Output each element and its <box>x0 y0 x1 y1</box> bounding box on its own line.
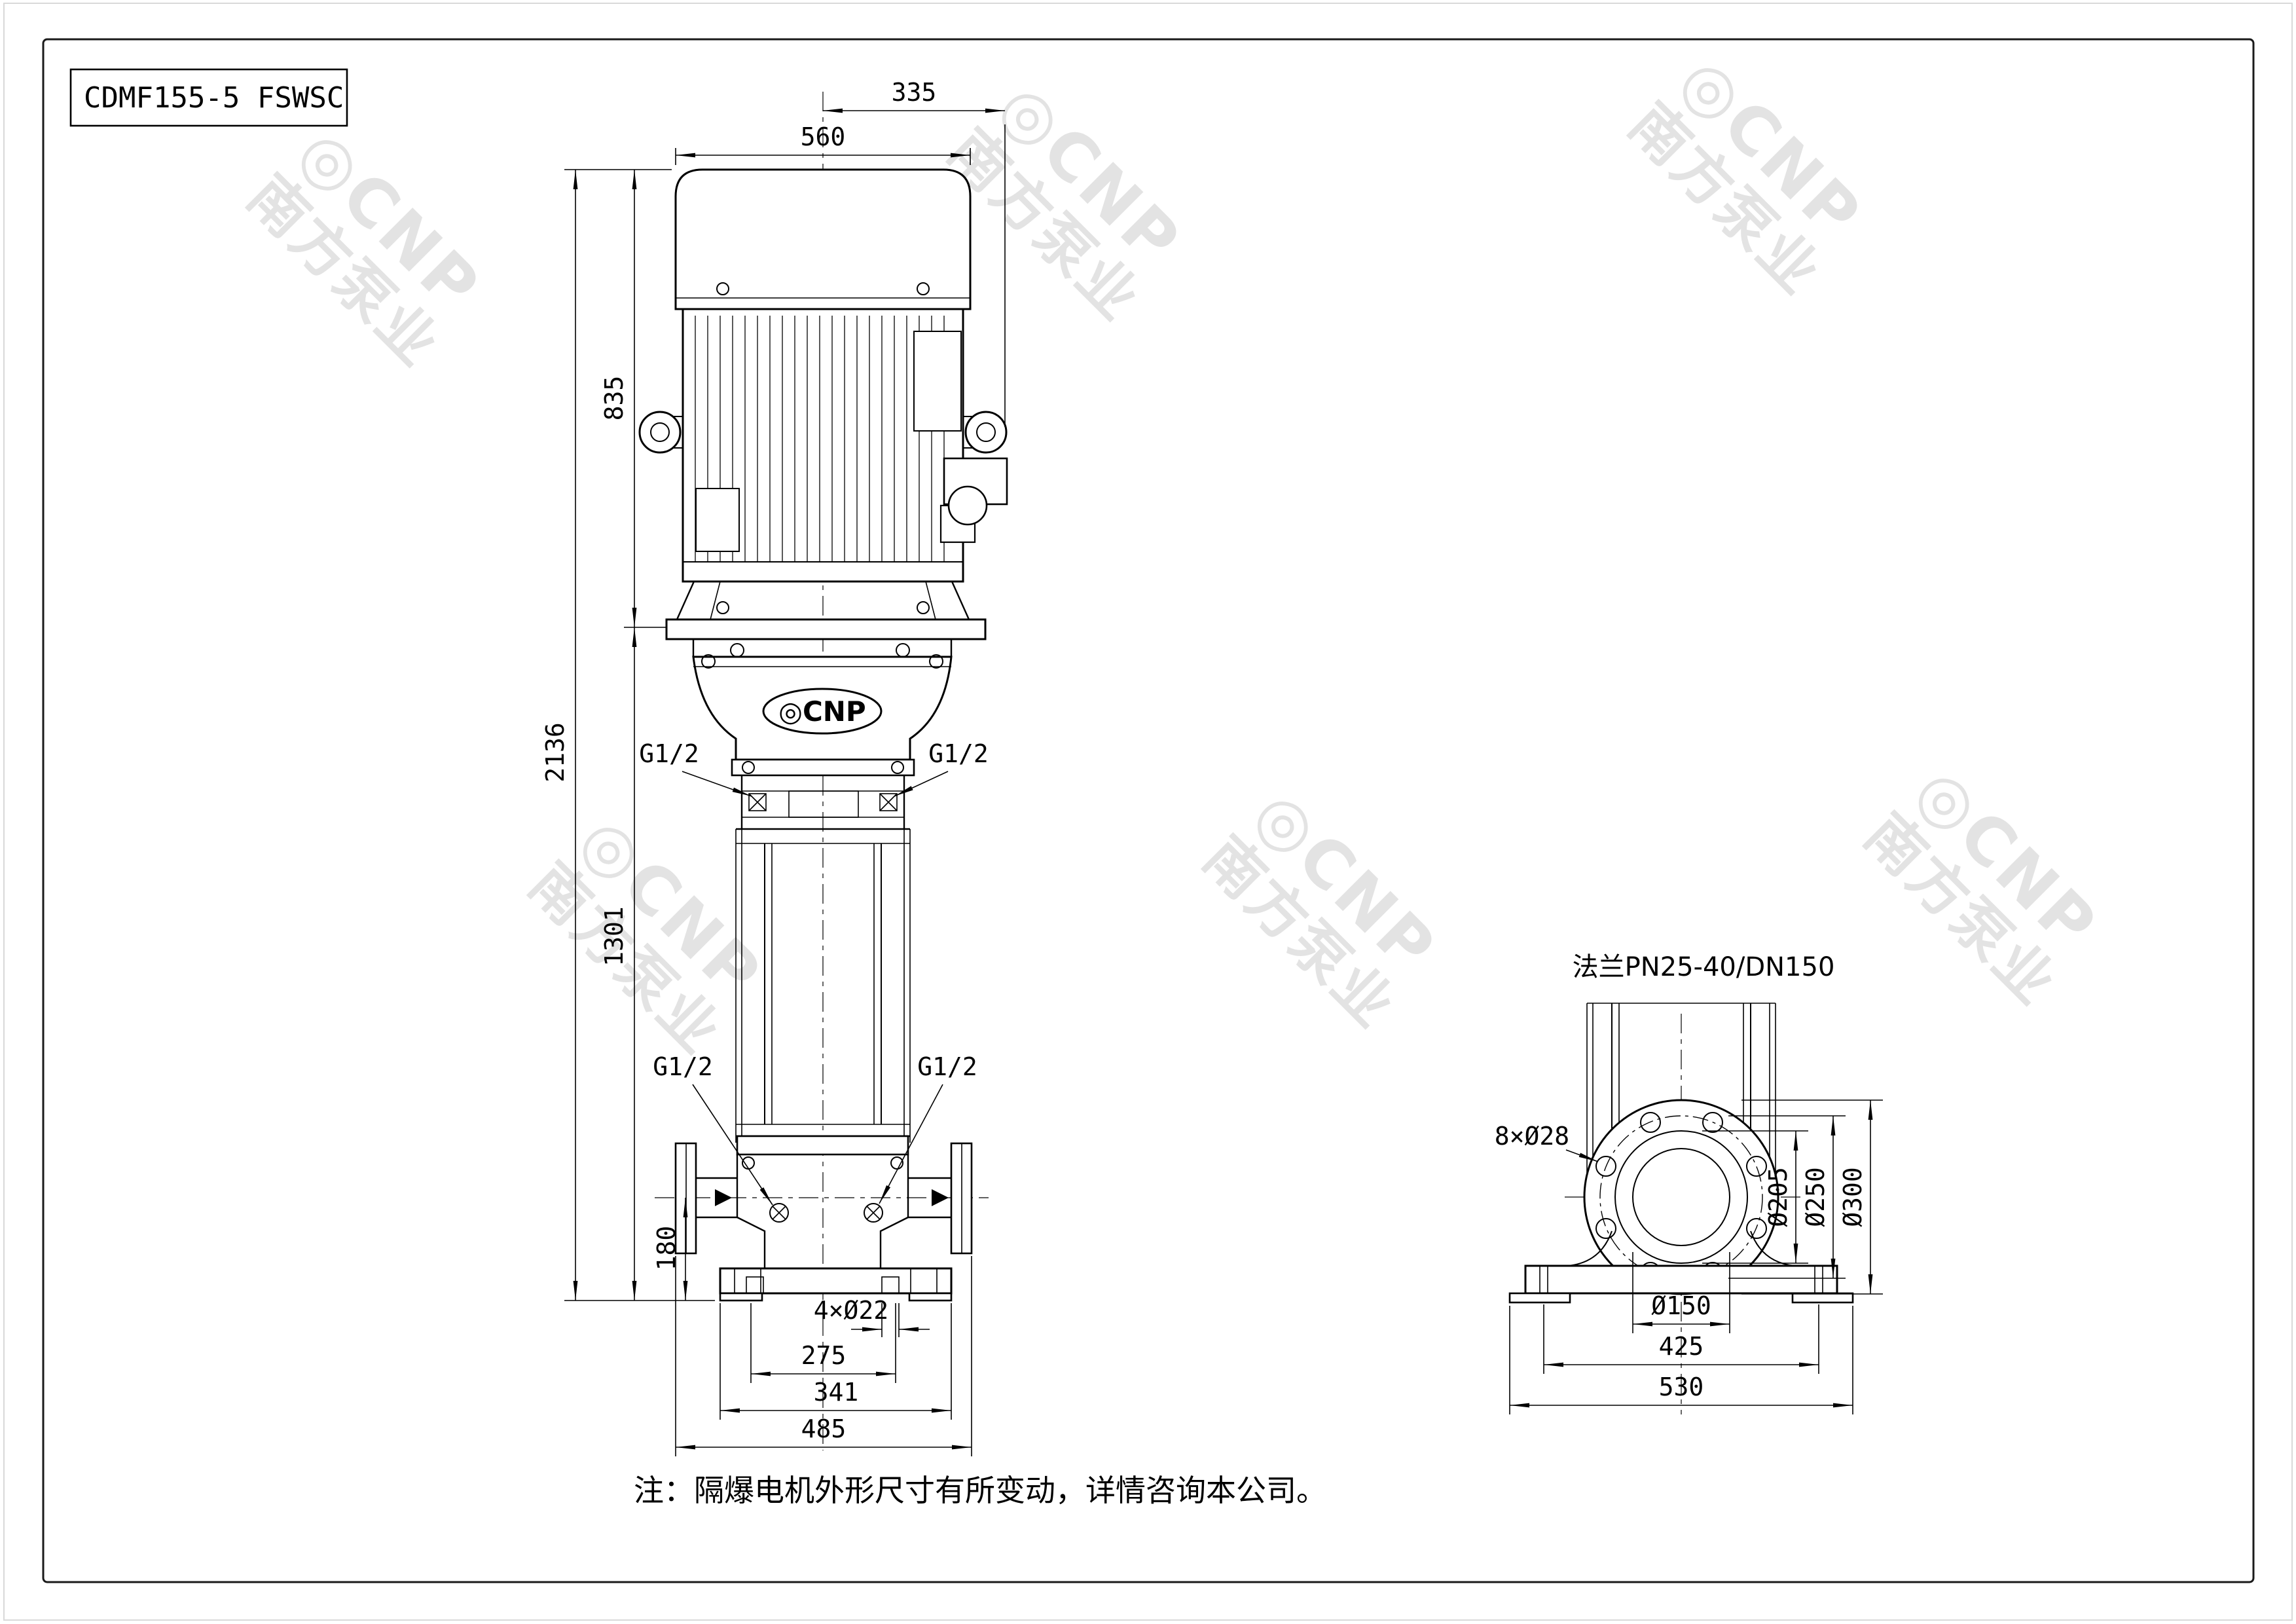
dim-425: 425 <box>1659 1332 1704 1361</box>
dim-g12-upper-left: G1/2 <box>639 739 699 768</box>
drain-plug-left <box>769 1203 789 1223</box>
motor-nameplate <box>695 488 740 552</box>
dim-341: 341 <box>814 1378 859 1407</box>
pump-logo-oval <box>762 688 883 735</box>
head-flange <box>731 758 915 777</box>
vent-plug-left <box>748 793 767 811</box>
paper-edge <box>3 3 2293 1621</box>
front-view: ◎CNP <box>541 78 1008 1456</box>
motor-fan-cover <box>674 168 972 310</box>
front-view-dimensions: 560 335 835 2136 1301 180 G1/2 G1/2 <box>541 78 1006 1456</box>
flow-arrow-left <box>715 1189 732 1206</box>
motor-stool <box>665 581 987 657</box>
dim-4x22: 4×Ø22 <box>814 1296 888 1325</box>
dim-335: 335 <box>892 78 937 107</box>
dim-g12-lower-right: G1/2 <box>917 1052 977 1081</box>
dim-2136: 2136 <box>541 722 570 783</box>
note-text: 注：隔爆电机外形尺寸有所变动，详情咨询本公司。 <box>634 1473 1326 1508</box>
dim-1301: 1301 <box>600 906 629 967</box>
dim-g12-upper-right: G1/2 <box>928 739 989 768</box>
pump-casing <box>674 1135 973 1268</box>
side-base-plate <box>1508 1230 1854 1304</box>
pump-logo-text: ◎CNP <box>778 695 866 728</box>
flange-view-dimensions: 8×Ø28 Ø205 Ø250 Ø300 Ø150 425 5 <box>1495 1099 1883 1414</box>
lifting-eye-left <box>638 411 683 454</box>
stage-column <box>735 828 911 1143</box>
dim-250: Ø250 <box>1801 1167 1830 1227</box>
side-foot-pad-right <box>1791 1292 1854 1304</box>
dim-300: Ø300 <box>1838 1167 1867 1227</box>
dim-835: 835 <box>600 376 629 421</box>
foot-pad-right <box>908 1292 953 1302</box>
raised-face-circle <box>1614 1130 1748 1264</box>
dim-560: 560 <box>801 122 846 151</box>
motor-junction-panel <box>913 331 962 432</box>
title-block: CDMF155-5 FSWSC <box>69 68 348 127</box>
dim-275: 275 <box>801 1341 847 1370</box>
cable-gland <box>947 485 988 526</box>
motor-fins <box>695 316 945 562</box>
base-fillets <box>1567 1230 1795 1266</box>
dim-8x28: 8×Ø28 <box>1495 1122 1569 1151</box>
motor-body <box>682 308 964 583</box>
title-box <box>69 68 348 127</box>
dim-180: 180 <box>652 1226 681 1271</box>
bore-circle <box>1632 1148 1730 1246</box>
dim-530: 530 <box>1659 1373 1704 1401</box>
flange-view: 法兰PN25-40/DN150 <box>1495 952 1883 1414</box>
drain-plug-right <box>864 1203 883 1223</box>
pipes <box>696 1177 951 1219</box>
side-foot-pad-left <box>1508 1292 1571 1304</box>
model-number: CDMF155-5 FSWSC <box>84 81 344 115</box>
sheet-frame <box>42 38 2255 1583</box>
terminal-box <box>939 457 1008 544</box>
flow-arrow-right <box>932 1189 949 1206</box>
casing-top-flange <box>736 1135 909 1156</box>
dim-150: Ø150 <box>1651 1291 1711 1320</box>
lifting-eye-right <box>963 411 1008 454</box>
dim-485: 485 <box>801 1414 847 1443</box>
pump-head: ◎CNP <box>692 654 953 777</box>
vent-plug-right <box>879 793 898 811</box>
foot-pad-left <box>719 1292 763 1302</box>
flange-spec-label: 法兰PN25-40/DN150 <box>1573 952 1835 982</box>
dim-205: Ø205 <box>1764 1167 1793 1227</box>
anchor-slot-left <box>746 1276 764 1294</box>
flange-bolt-holes <box>1595 1112 1767 1283</box>
tie-rods <box>735 829 911 1143</box>
base-plate <box>719 1267 953 1302</box>
anchor-slot-right <box>881 1276 900 1294</box>
mounting-flange-plate <box>665 618 987 640</box>
dim-g12-lower-left: G1/2 <box>653 1052 713 1081</box>
column-above-flange <box>1586 1003 1776 1175</box>
suction-flange-face <box>1583 1099 1779 1295</box>
